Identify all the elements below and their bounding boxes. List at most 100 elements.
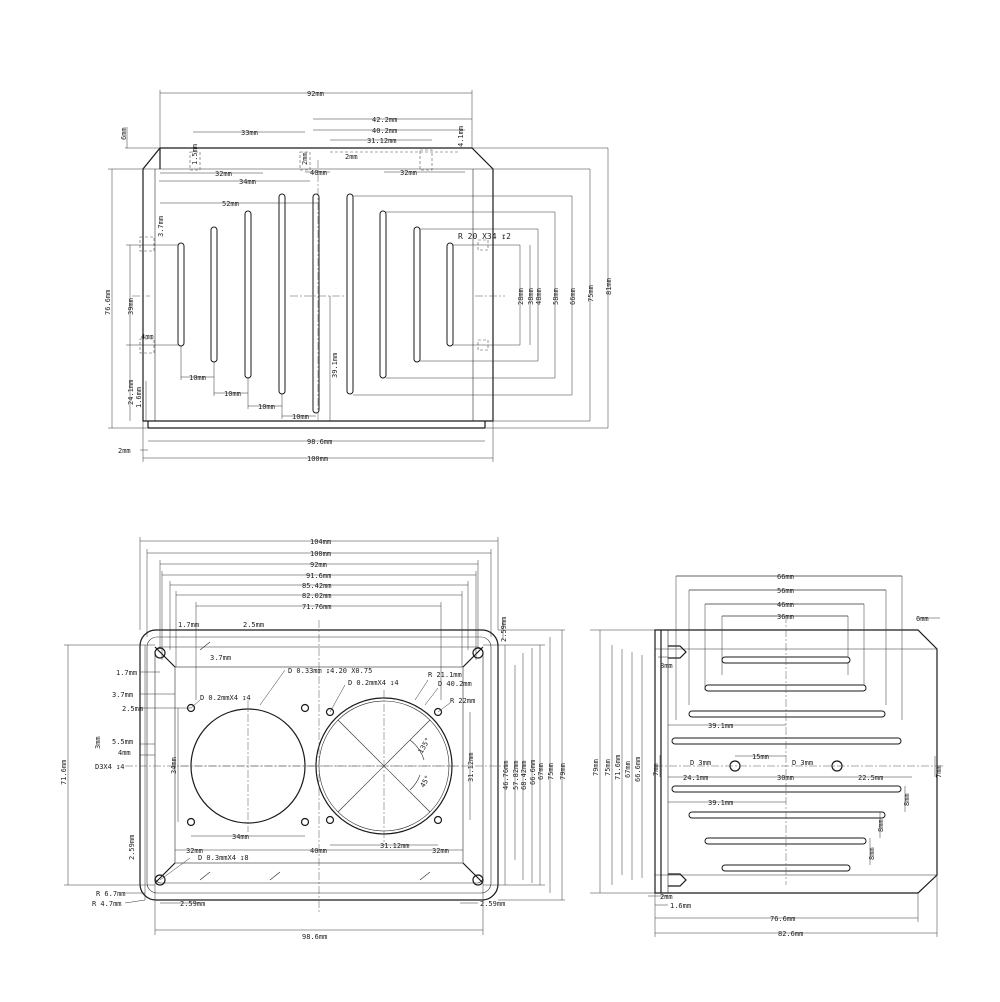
hole-note: D 0.3mmX4 ↧8 — [198, 854, 249, 862]
slot — [671, 737, 902, 745]
slot — [704, 684, 867, 692]
dim-label: 4mm — [141, 333, 154, 341]
slot — [210, 226, 218, 363]
dim-label: 75mm — [587, 285, 595, 302]
dim-label: 5.5mm — [112, 738, 133, 746]
dim-label: 46.76mm — [502, 760, 510, 790]
dim-label: 4.1mm — [457, 126, 465, 147]
slot — [312, 193, 320, 414]
dim-label: 85.42mm — [302, 582, 332, 590]
dim-label: 31.12mm — [380, 842, 410, 850]
dim-label: 7mm — [935, 765, 943, 778]
dim-label: 2mm — [345, 153, 358, 161]
dim-label: 68.42mm — [520, 760, 528, 790]
side-view: 66mm 56mm 46mm 36mm 6mm 79mm 75mm 71.6mm… — [590, 573, 945, 938]
dim-label: 1.6mm — [135, 387, 143, 408]
dim-label: 81mm — [605, 278, 613, 295]
dim-label: 75mm — [604, 759, 612, 776]
dim-label: 40mm — [310, 847, 327, 855]
dim-label: 1.5mm — [191, 144, 199, 165]
dim-label: 3.7mm — [157, 216, 165, 237]
dim-label: 82.6mm — [778, 930, 803, 938]
dim-label: R 6.7mm — [96, 890, 126, 898]
dim-label: 42.2mm — [372, 116, 397, 124]
dim-label: 34mm — [170, 757, 178, 774]
dim-label: 79mm — [559, 763, 567, 780]
slot — [671, 785, 902, 793]
dim-label: 2mm — [660, 893, 673, 901]
dim-label: 2mm — [118, 447, 131, 455]
dim-label: 91.6mm — [306, 572, 331, 580]
dim-label: 82.02mm — [302, 592, 332, 600]
dim-label: 31.12mm — [467, 752, 475, 782]
dim-label: 100mm — [310, 550, 331, 558]
dim-label: 67mm — [537, 763, 545, 780]
dim-label: 3.7mm — [112, 691, 133, 699]
hole-note: D3X4 ↧4 — [95, 763, 125, 771]
dim-label: 58mm — [552, 288, 560, 305]
dim-label: 98.6mm — [302, 933, 327, 941]
dim-label: 76.6mm — [770, 915, 795, 923]
dim-label: 67mm — [624, 761, 632, 778]
dim-label: 36mm — [777, 613, 794, 621]
dim-label: 2.59mm — [128, 835, 136, 860]
hole-note: R 21.1mm — [428, 671, 462, 679]
radius-note: R 20 X34 ↧2 — [458, 232, 511, 241]
hole-note: R 22mm — [450, 697, 475, 705]
slot — [278, 193, 286, 395]
dim-label: 33mm — [241, 129, 258, 137]
dim-label: R 4.7mm — [92, 900, 122, 908]
dim-label: 32mm — [186, 847, 203, 855]
dim-label: 75mm — [547, 763, 555, 780]
dim-label: 2.5mm — [243, 621, 264, 629]
dim-label: 46mm — [777, 601, 794, 609]
dim-label: 15mm — [752, 753, 769, 761]
dim-label: 22.5mm — [858, 774, 883, 782]
dim-label: 4mm — [118, 749, 131, 757]
hole-note: D 3mm — [690, 759, 711, 767]
dim-label: 3.7mm — [210, 654, 231, 662]
mount-hole — [154, 647, 166, 659]
dim-label: 2.59mm — [500, 617, 508, 642]
dim-label: 98.6mm — [307, 438, 332, 446]
slot — [704, 837, 867, 845]
hole-note: D 0.33mm ↧4.20 X0.75 — [288, 667, 372, 675]
dim-label: 2.59mm — [480, 900, 505, 908]
dim-label: 6mm — [916, 615, 929, 623]
dim-label: 32mm — [432, 847, 449, 855]
hole-note: D 40.2mm — [438, 680, 472, 688]
dim-label: 10mm — [224, 390, 241, 398]
dim-label: 45° — [419, 774, 432, 789]
dim-label: 8mm — [660, 662, 673, 670]
dim-label: 66mm — [569, 288, 577, 305]
dim-label: 92mm — [310, 561, 327, 569]
dim-label: 66mm — [777, 573, 794, 581]
dim-label: 57.82mm — [512, 760, 520, 790]
dim-label: 2.5mm — [122, 705, 143, 713]
dim-label: 39.1mm — [708, 799, 733, 807]
dim-label: 8mm — [877, 819, 885, 832]
slot — [446, 242, 454, 347]
dim-label: 10mm — [258, 403, 275, 411]
hole-note: D 3mm — [792, 759, 813, 767]
dim-label: 1.6mm — [670, 902, 691, 910]
dim-label: 40mm — [310, 169, 327, 177]
dim-label: 24.1mm — [683, 774, 708, 782]
dim-label: 79mm — [592, 759, 600, 776]
dim-label: 39.1mm — [331, 353, 339, 378]
dim-label: 31.12mm — [367, 137, 397, 145]
dim-label: 24.1mm — [127, 380, 135, 405]
slot — [244, 210, 252, 379]
slot — [688, 811, 886, 819]
dim-label: 2mm — [301, 152, 309, 165]
dim-label: 6mm — [120, 127, 128, 140]
dim-label: 71.6mm — [614, 755, 622, 780]
dim-label: 10mm — [292, 413, 309, 421]
dim-label: 32mm — [215, 170, 232, 178]
dim-label: 52mm — [222, 200, 239, 208]
dim-label: 30mm — [777, 774, 794, 782]
dim-label: 92mm — [307, 90, 324, 98]
dim-label: 71.76mm — [302, 603, 332, 611]
dim-label: 38mm — [527, 288, 535, 305]
dim-label: 66.6mm — [634, 757, 642, 782]
